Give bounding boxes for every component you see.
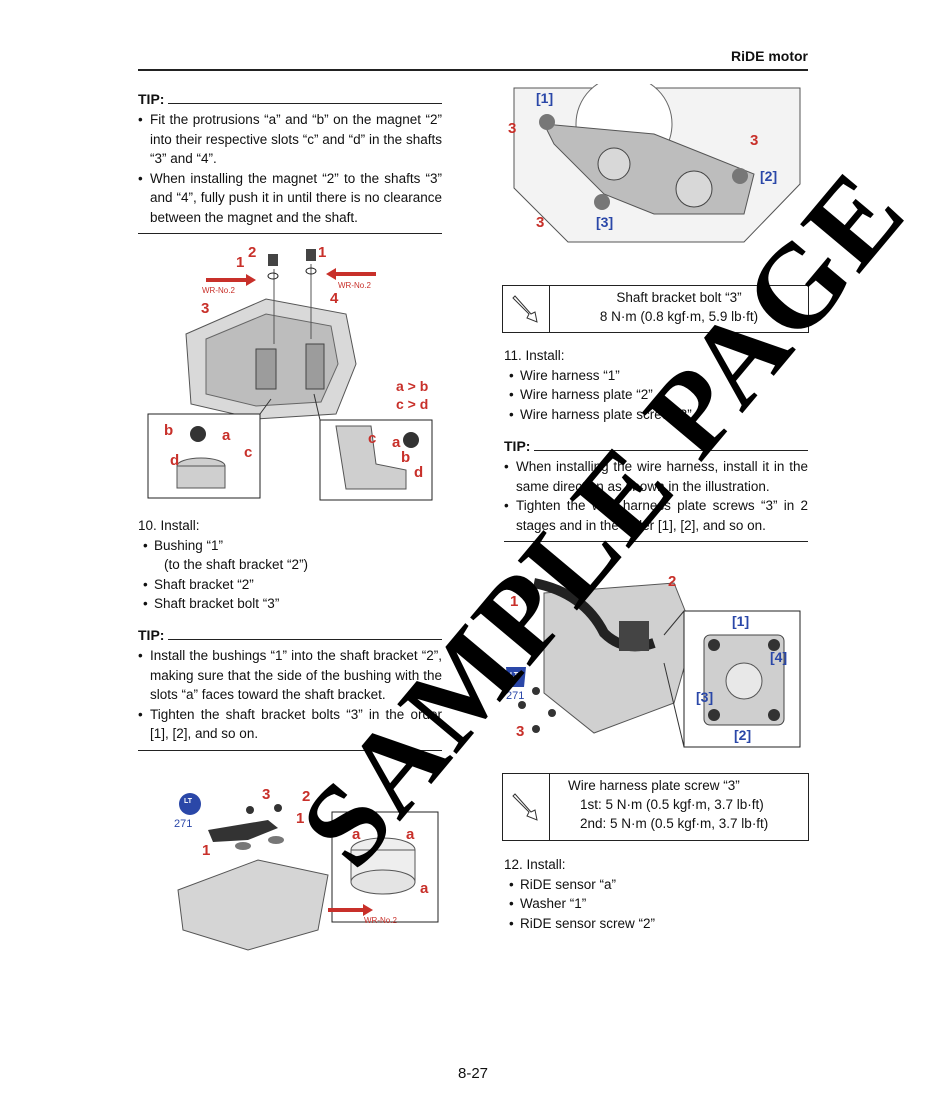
callout-label: 2: [302, 788, 311, 805]
tip-title: TIP:: [138, 627, 165, 643]
callout-label: d: [170, 452, 180, 469]
step-item: Shaft bracket bolt “3”: [138, 594, 442, 614]
callout-label: 3: [262, 786, 271, 803]
tool-label: WR-No.2: [364, 916, 397, 925]
callout-label: a: [420, 880, 429, 897]
order-label: [2]: [734, 727, 752, 743]
torque-item: Wire harness plate screw “3”: [568, 778, 740, 793]
lt-number: 271: [174, 818, 193, 830]
tip-title: TIP:: [504, 438, 531, 454]
wire-harness-figure: LT 271 2 1 [1] [4] [3] [2] 3: [504, 573, 808, 751]
callout-label: 2: [248, 244, 257, 261]
callout-label: 3: [201, 300, 210, 317]
torque-value: 2nd: 5 N·m (0.5 kgf·m, 3.7 lb·ft): [580, 816, 769, 831]
step-item-note: (to the shaft bracket “2”): [164, 557, 309, 572]
callout-label: 1: [296, 810, 305, 827]
step-11: 11. Install: Wire harness “1” Wire harne…: [504, 346, 808, 424]
callout-label: b: [164, 422, 174, 439]
callout-label: d: [414, 464, 424, 481]
torque-wrench-icon: [503, 774, 550, 840]
callout-label: a: [222, 427, 231, 444]
tip-block-3: TIP: When installing the wire harness, i…: [504, 438, 808, 542]
step-item: Wire harness “1”: [504, 366, 808, 386]
tool-label: WR-No.2: [338, 281, 371, 290]
callout-label: 1: [510, 593, 519, 610]
callout-label: b: [401, 449, 411, 466]
order-label: [3]: [596, 214, 614, 230]
order-label: [1]: [536, 90, 554, 106]
step-title: 11. Install:: [504, 348, 565, 363]
shaft-bracket-order-figure: [1] 3 3 [2] 3 [3]: [504, 75, 808, 246]
magnet-install-figure: 2 1 1 3 4 WR-No.2 WR-No.2 a > b c > d b …: [146, 244, 436, 502]
tip-bullet: When installing the magnet “2” to the sh…: [138, 169, 442, 228]
ratio-label: c > d: [396, 396, 429, 412]
callout-label: a: [406, 826, 415, 843]
tip-bullet: When installing the wire harness, instal…: [504, 457, 808, 496]
torque-value: 8 N·m (0.8 kgf·m, 5.9 lb·ft): [599, 309, 759, 324]
torque-spec-2: Wire harness plate screw “3” 1st: 5 N·m …: [502, 773, 809, 841]
step-title: 10. Install:: [138, 518, 200, 533]
callout-label: 3: [536, 214, 545, 231]
callout-label: 1: [236, 254, 245, 271]
callout-label: 4: [330, 290, 339, 307]
callout-label: c: [368, 430, 377, 447]
step-item: Bushing “1”: [138, 536, 442, 556]
tool-label: WR-No.2: [202, 286, 235, 295]
callout-label: a: [392, 434, 401, 451]
order-label: [1]: [732, 613, 750, 629]
torque-item: Shaft bracket bolt “3”: [616, 290, 742, 305]
step-item: Wire harness plate “2”: [504, 385, 808, 405]
order-label: [2]: [760, 168, 778, 184]
torque-wrench-icon: [503, 286, 550, 332]
lt-icon: LT: [510, 672, 519, 679]
step-title: 12. Install:: [504, 857, 566, 872]
callout-label: 1: [318, 244, 327, 261]
lt-number: 271: [506, 690, 525, 702]
tip-title: TIP:: [138, 91, 165, 107]
order-label: [4]: [770, 649, 788, 665]
lt-icon: LT: [184, 798, 193, 805]
tip-block-2: TIP: Install the bushings “1” into the s…: [138, 627, 442, 751]
header-rule: [138, 69, 808, 71]
shaft-bracket-figure: LT 271 3 2 1 1 a a a WR-No.2: [168, 780, 440, 956]
callout-label: 3: [516, 723, 525, 740]
page-number: 8-27: [457, 1065, 489, 1082]
step-item: RiDE sensor screw “2”: [504, 914, 808, 934]
ratio-label: a > b: [396, 378, 429, 394]
step-item: Shaft bracket “2”: [138, 575, 442, 595]
tip-bullet: Install the bushings “1” into the shaft …: [138, 646, 442, 705]
callout-label: 3: [508, 120, 517, 137]
step-item: RiDE sensor “a”: [504, 875, 808, 895]
tip-bullet: Tighten the shaft bracket bolts “3” in t…: [138, 705, 442, 744]
torque-value: 1st: 5 N·m (0.5 kgf·m, 3.7 lb·ft): [580, 797, 764, 812]
tip-bullet: Fit the protrusions “a” and “b” on the m…: [138, 110, 442, 169]
tip-block-1: TIP: Fit the protrusions “a” and “b” on …: [138, 91, 442, 234]
step-12: 12. Install: RiDE sensor “a” Washer “1” …: [504, 855, 808, 933]
callout-label: c: [244, 444, 253, 461]
section-title: RiDE motor: [731, 48, 808, 64]
callout-label: a: [352, 826, 361, 843]
callout-label: 1: [202, 842, 211, 859]
step-10: 10. Install: Bushing “1” (to the shaft b…: [138, 516, 442, 614]
callout-label: 2: [668, 573, 677, 590]
tip-bullet: Tighten the wire harness plate screws “3…: [504, 496, 808, 535]
torque-spec-1: Shaft bracket bolt “3” 8 N·m (0.8 kgf·m,…: [502, 285, 809, 333]
step-item: Washer “1”: [504, 894, 808, 914]
callout-label: 3: [750, 132, 759, 149]
order-label: [3]: [696, 689, 714, 705]
step-item: Wire harness plate screw “3”: [504, 405, 808, 425]
